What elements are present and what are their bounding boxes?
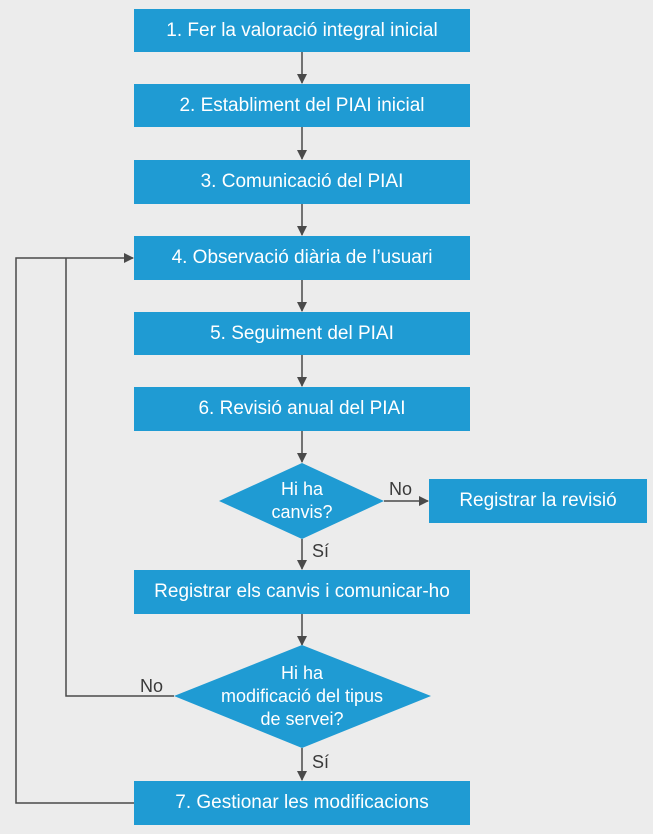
decision-2: Hi ha modificació del tipus de servei? bbox=[197, 656, 407, 736]
decision-1: Hi ha canvis? bbox=[232, 476, 372, 526]
decision-2-line-1: Hi ha bbox=[280, 662, 324, 683]
step-1: 1. Fer la valoració integral inicial bbox=[134, 9, 470, 52]
register-changes-box: Registrar els canvis i comunicar-ho bbox=[134, 570, 470, 614]
step-4: 4. Observació diària de l’usuari bbox=[134, 236, 470, 280]
register-review-box: Registrar la revisió bbox=[429, 479, 647, 523]
step-6: 6. Revisió anual del PIAI bbox=[134, 387, 470, 431]
decision-2-line-3: de servei? bbox=[260, 708, 344, 729]
decision-1-no-label: No bbox=[389, 479, 413, 499]
step-3: 3. Comunicació del PIAI bbox=[134, 160, 470, 204]
decision-shape-1 bbox=[219, 463, 384, 539]
step-7: 7. Gestionar les modificacions bbox=[134, 781, 470, 825]
decision-1-line-2: canvis? bbox=[271, 502, 333, 522]
loop-d2-no bbox=[65, 258, 174, 697]
decision-2-no-label: No bbox=[140, 676, 164, 696]
loop-step7 bbox=[15, 253, 134, 804]
decision-2-line-2: modificació del tipus bbox=[220, 685, 384, 706]
decision-shape-2 bbox=[174, 645, 431, 748]
decision-1-yes-label: Sí bbox=[312, 541, 330, 561]
decision-1-line-1: Hi ha bbox=[280, 479, 324, 499]
step-5: 5. Seguiment del PIAI bbox=[134, 312, 470, 355]
step-2: 2. Establiment del PIAI inicial bbox=[134, 84, 470, 127]
decision-2-yes-label: Sí bbox=[312, 752, 330, 772]
